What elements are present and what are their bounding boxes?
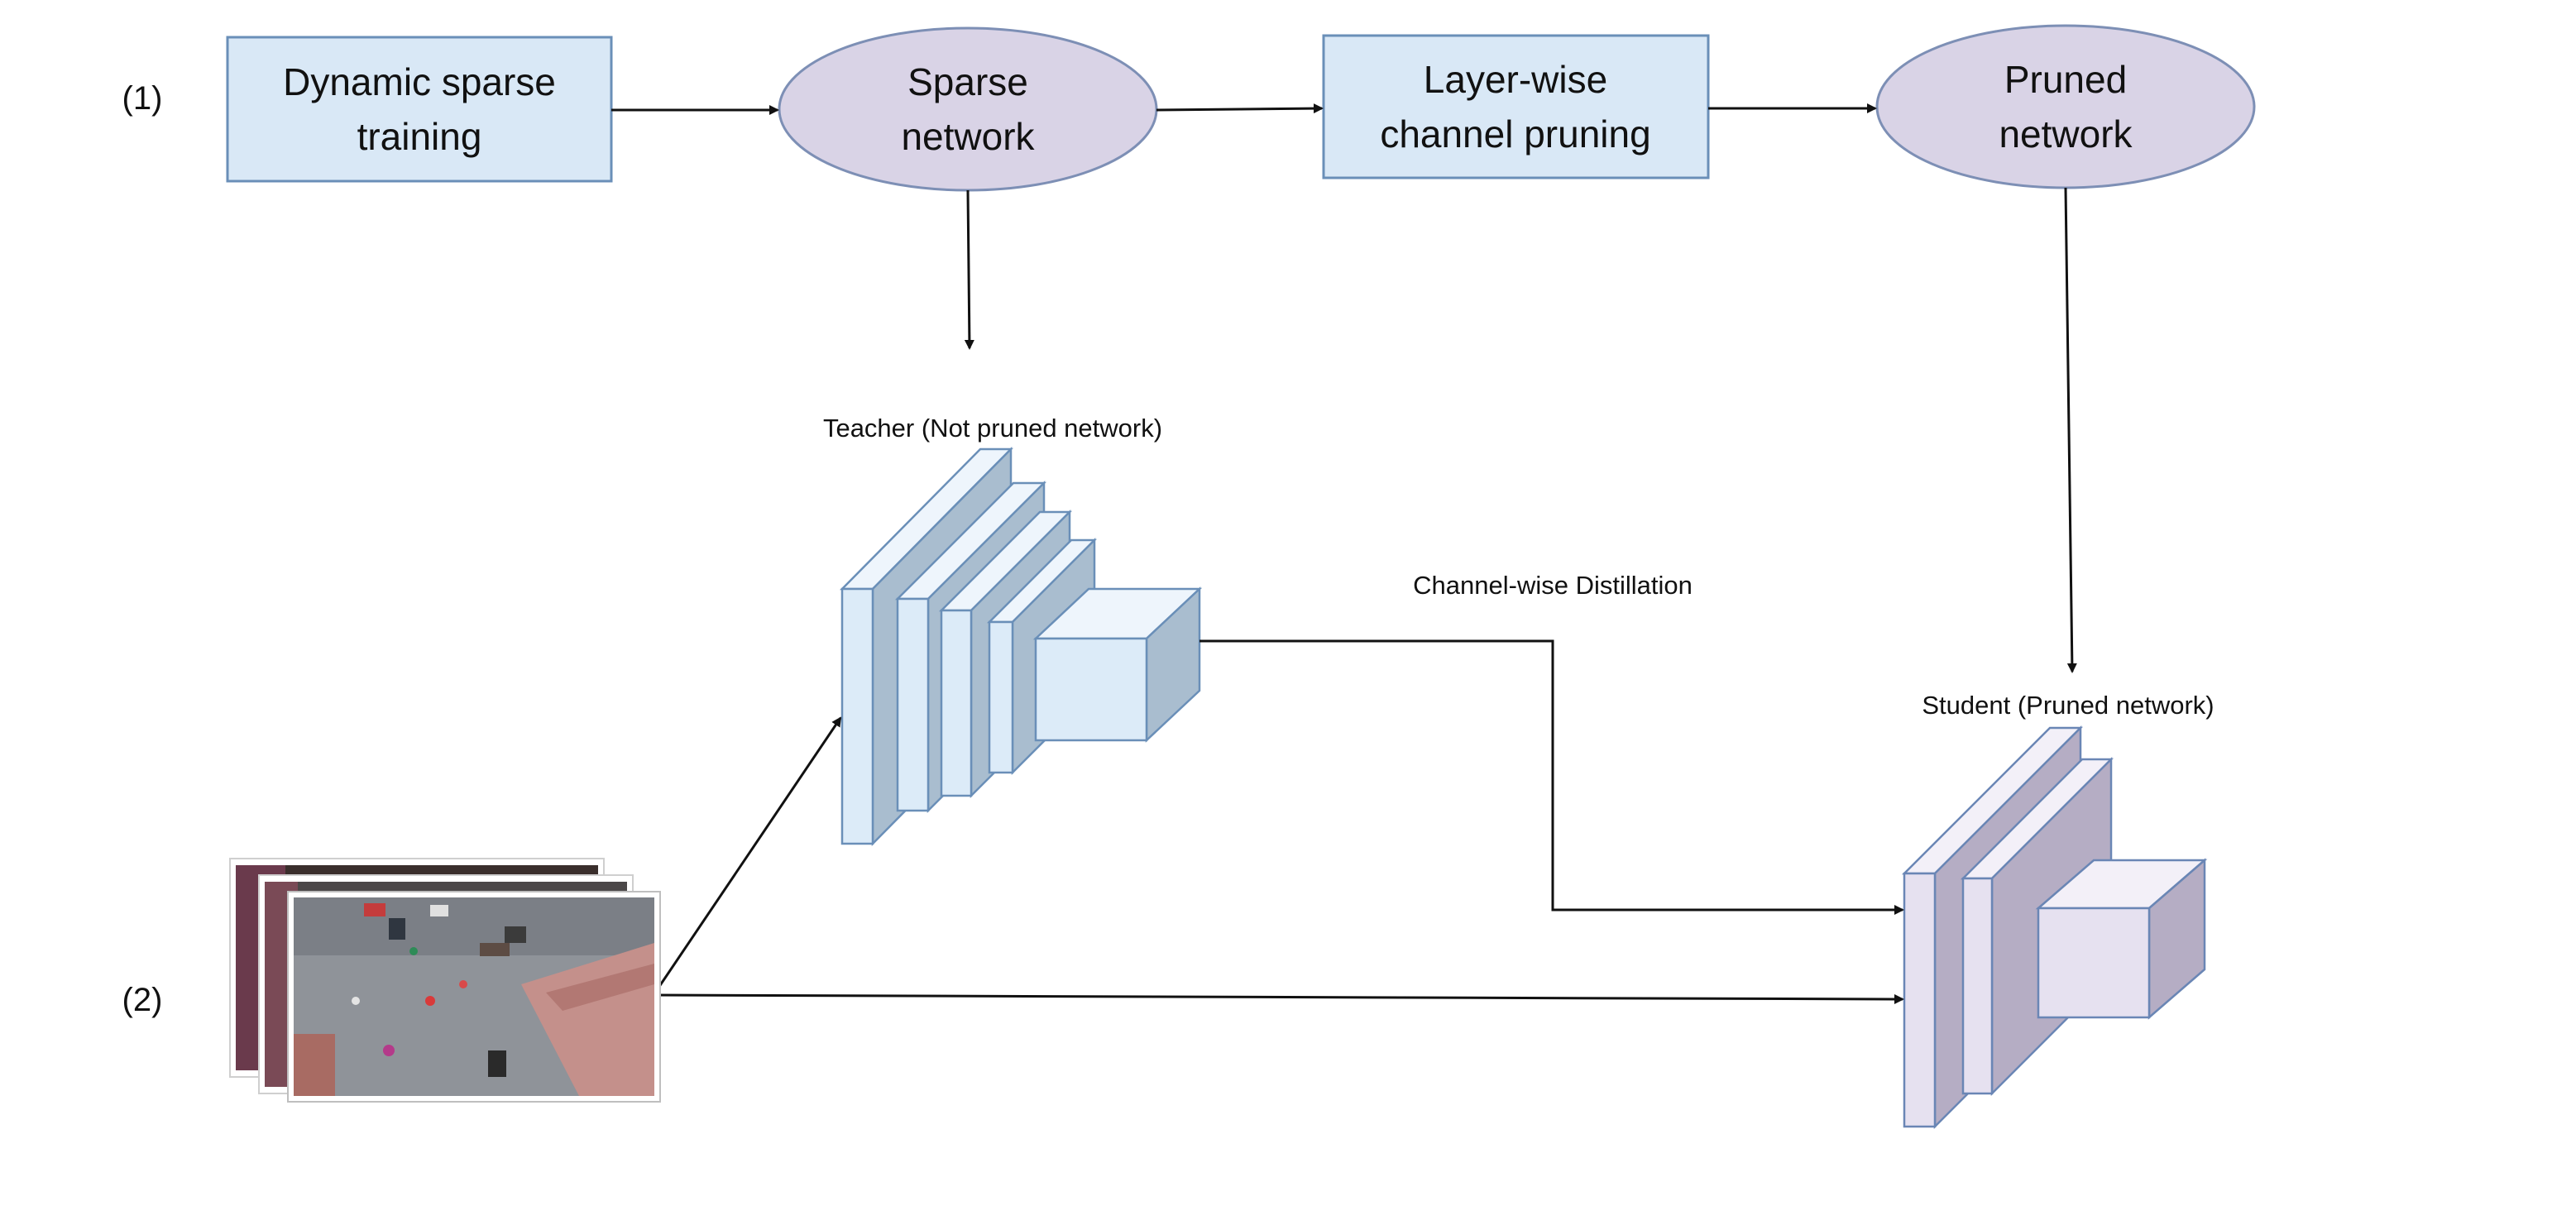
arrow-pruned-to-student <box>2064 187 2077 673</box>
sparse-network-ellipse: Sparse network <box>778 26 1158 192</box>
layer-wise-channel-pruning-line2: channel pruning <box>1380 112 1650 156</box>
step-1-label: (1) <box>122 80 163 117</box>
arrow-images-to-student <box>653 993 1904 1004</box>
teacher-label: Teacher (Not pruned network) <box>823 414 1162 443</box>
step-2-label: (2) <box>122 982 163 1018</box>
pruned-network-ellipse: Pruned network <box>1875 24 2256 189</box>
sparse-network-line1: Sparse <box>907 60 1028 103</box>
layer-wise-channel-pruning-line1: Layer-wise <box>1424 58 1607 101</box>
distillation-label: Channel-wise Distillation <box>1413 571 1693 600</box>
dynamic-sparse-training-line2: training <box>357 115 482 158</box>
teacher-network <box>840 446 1203 847</box>
arrow-distillation <box>1199 639 1904 915</box>
pruned-network-line2: network <box>1999 112 2133 156</box>
sparse-network-line2: network <box>901 115 1035 158</box>
arrow-sparse-to-pruning <box>1156 103 1324 114</box>
teacher-output-cube <box>1032 586 1203 743</box>
dynamic-sparse-training-box: Dynamic sparse training <box>226 36 613 183</box>
pruned-network-line1: Pruned <box>2004 58 2127 101</box>
layer-wise-channel-pruning-box: Layer-wise channel pruning <box>1322 34 1710 179</box>
arrow-images-to-teacher <box>652 716 842 996</box>
dynamic-sparse-training-line1: Dynamic sparse <box>283 60 556 103</box>
student-output-cube <box>2035 858 2208 1020</box>
student-network <box>1901 725 2208 1130</box>
input-image-front <box>287 891 661 1103</box>
arrow-sparse-to-teacher <box>964 189 974 350</box>
input-image-stack <box>229 858 661 1103</box>
student-label: Student (Pruned network) <box>1922 691 2214 720</box>
